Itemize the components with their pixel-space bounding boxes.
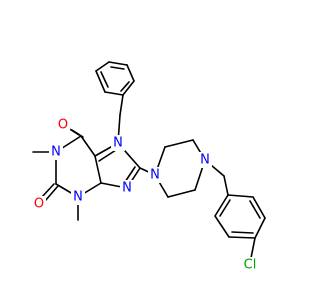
atom-n9: N — [120, 180, 134, 196]
bond — [126, 64, 135, 82]
bond — [110, 66, 125, 70]
bond — [252, 196, 266, 219]
atom-n3: N — [71, 189, 85, 205]
chemical-structure: N O N O N N N N — [32, 61, 266, 273]
bond — [249, 200, 261, 219]
bond — [104, 91, 124, 96]
atom-o2-label: O — [34, 197, 44, 212]
bond — [100, 71, 109, 88]
bond — [214, 215, 230, 238]
bond — [40, 183, 55, 199]
bond — [223, 175, 229, 196]
bond — [98, 149, 117, 162]
bond — [231, 231, 254, 234]
bond — [227, 194, 254, 198]
bonds — [32, 61, 266, 259]
atom-n1: N — [49, 144, 63, 160]
bond — [250, 237, 256, 259]
atom-n-piperazine-1-label: N — [150, 168, 160, 183]
atom-n-piperazine-1: N — [148, 167, 162, 183]
bond — [44, 185, 59, 202]
bond — [120, 81, 130, 92]
bond — [71, 129, 84, 138]
atom-o2: O — [32, 196, 46, 212]
atom-o6-label: O — [58, 118, 68, 133]
atom-n-piperazine-4-label: N — [200, 153, 210, 168]
atom-n3-label: N — [73, 190, 83, 205]
atom-labels: N O N O N N N N — [32, 117, 260, 273]
bond — [214, 194, 229, 217]
bond — [164, 139, 194, 148]
bond — [95, 70, 106, 93]
atom-o6: O — [56, 117, 70, 133]
bond — [94, 155, 102, 184]
bond — [219, 199, 231, 217]
atom-n7-label: N — [113, 136, 123, 151]
bond — [254, 217, 266, 239]
bond — [80, 135, 96, 157]
atom-cl: Cl — [240, 257, 260, 273]
bond — [122, 80, 135, 96]
atom-n1-label: N — [51, 145, 61, 160]
bond — [167, 189, 196, 198]
atom-n9-label: N — [122, 181, 132, 196]
bond — [95, 61, 110, 72]
bond — [108, 61, 128, 66]
bond — [228, 236, 256, 239]
bond — [119, 94, 124, 116]
atom-n7: N — [111, 135, 125, 151]
atom-cl-label: Cl — [244, 258, 257, 273]
atom-n-piperazine-4: N — [198, 152, 212, 168]
